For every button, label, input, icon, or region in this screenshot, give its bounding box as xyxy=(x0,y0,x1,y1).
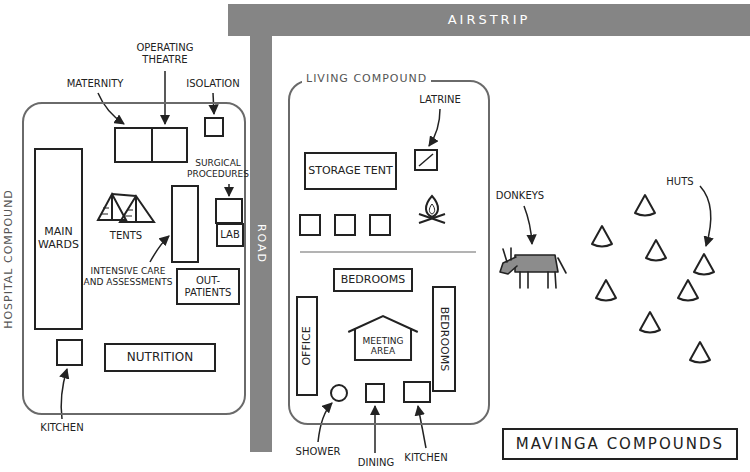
leader-arrow xyxy=(418,406,426,448)
region-heading: HOSPITAL COMPOUND xyxy=(3,189,16,329)
callout-label: ISOLATION xyxy=(178,78,248,90)
callout-label: KITCHEN xyxy=(32,422,92,434)
meeting-house: MEETING AREA xyxy=(346,314,420,362)
lab-box: LAB xyxy=(216,223,244,247)
leader-arrow xyxy=(150,236,169,262)
callout-label: LATRINE xyxy=(412,94,468,106)
office-box: OFFICE xyxy=(296,296,318,396)
campfire-flame xyxy=(426,196,438,217)
box-label: STORAGE TENT xyxy=(308,165,392,178)
hut-square xyxy=(335,215,355,235)
box-label: MAIN WARDS xyxy=(36,226,81,251)
hospital-compound: HOSPITAL COMPOUNDMAIN WARDSLABOUT-PATIEN… xyxy=(22,102,246,415)
hut xyxy=(592,226,612,247)
leader-arrow xyxy=(228,184,230,196)
intensive-care-box xyxy=(172,186,198,262)
nutrition-box: NUTRITION xyxy=(104,343,216,372)
box-label: BEDROOMS xyxy=(341,274,405,287)
maternity-box xyxy=(115,128,152,162)
box-label: NUTRITION xyxy=(127,351,193,365)
leader-arrow xyxy=(164,71,166,124)
box-label: LAB xyxy=(220,229,240,241)
leader-arrow xyxy=(318,403,332,442)
isolation-box xyxy=(205,118,223,136)
callout-label: DINING xyxy=(352,457,400,469)
hut xyxy=(640,312,660,333)
donkey-legs xyxy=(520,272,556,288)
donkey-head xyxy=(500,257,517,274)
campfire-flame xyxy=(429,204,434,214)
airstrip-band: AIRSTRIP xyxy=(228,4,750,36)
wards-box: MAIN WARDS xyxy=(34,148,83,330)
band-label: ROAD xyxy=(255,224,268,264)
kitchen-box xyxy=(57,340,82,365)
campfire-logs xyxy=(419,214,445,223)
living-compound: LIVING COMPOUNDSTORAGE TENTBEDROOMSOFFIC… xyxy=(288,80,490,425)
region-heading: LIVING COMPOUND xyxy=(302,73,431,86)
map-title: MAVINGA COMPOUNDS xyxy=(502,428,738,460)
road-band: ROAD xyxy=(250,36,272,452)
donkey-tail xyxy=(558,258,566,273)
leader-arrow xyxy=(429,109,440,146)
dining-box xyxy=(366,384,384,402)
hut xyxy=(596,280,616,301)
storage-box: STORAGE TENT xyxy=(304,152,397,190)
box-label: OUT-PATIENTS xyxy=(178,275,238,298)
latrine-box xyxy=(415,150,437,170)
hut-square xyxy=(370,215,390,235)
callout-label: OPERATING THEATRE xyxy=(126,42,204,66)
leader-arrow xyxy=(524,206,532,244)
callout-label: SHOWER xyxy=(292,446,344,458)
callout-label: TENTS xyxy=(101,230,151,242)
kitchen-box xyxy=(404,382,430,402)
divider-line xyxy=(300,251,476,253)
box-label: MEETING AREA xyxy=(346,336,420,357)
leader-arrow xyxy=(700,186,711,246)
leader-arrow xyxy=(61,369,67,419)
box-label: BEDROOMS xyxy=(438,307,451,371)
callout-label: INTENSIVE CARE AND ASSESSMENTS xyxy=(82,266,174,288)
hut xyxy=(646,240,666,261)
operating-theatre-box xyxy=(152,128,187,162)
callout-label: DONKEYS xyxy=(488,190,552,202)
outpatients-box: OUT-PATIENTS xyxy=(176,268,240,305)
hut xyxy=(694,254,714,275)
bedrooms-box: BEDROOMS xyxy=(432,286,456,392)
hut xyxy=(678,280,698,301)
box-label: OFFICE xyxy=(301,326,314,365)
callout-label: KITCHEN xyxy=(400,452,452,464)
hut xyxy=(635,195,655,216)
tent xyxy=(112,194,154,222)
shower-circle xyxy=(331,385,347,401)
latrine-mark xyxy=(419,154,433,166)
callout-label: HUTS xyxy=(658,176,702,188)
hut-square xyxy=(300,215,320,235)
leader-arrow xyxy=(98,93,124,124)
surgical-box xyxy=(216,199,242,223)
band-label: AIRSTRIP xyxy=(448,13,531,28)
leader-arrow xyxy=(374,406,376,453)
tent xyxy=(98,194,126,220)
callout-label: SURGICAL PROCEDURES xyxy=(186,158,250,180)
hut xyxy=(690,342,710,363)
tent-hatching xyxy=(101,208,133,216)
callout-label: MATERNITY xyxy=(55,78,135,90)
bedrooms-box: BEDROOMS xyxy=(333,268,413,292)
donkey-body xyxy=(515,255,558,272)
donkey-ears xyxy=(503,248,511,262)
